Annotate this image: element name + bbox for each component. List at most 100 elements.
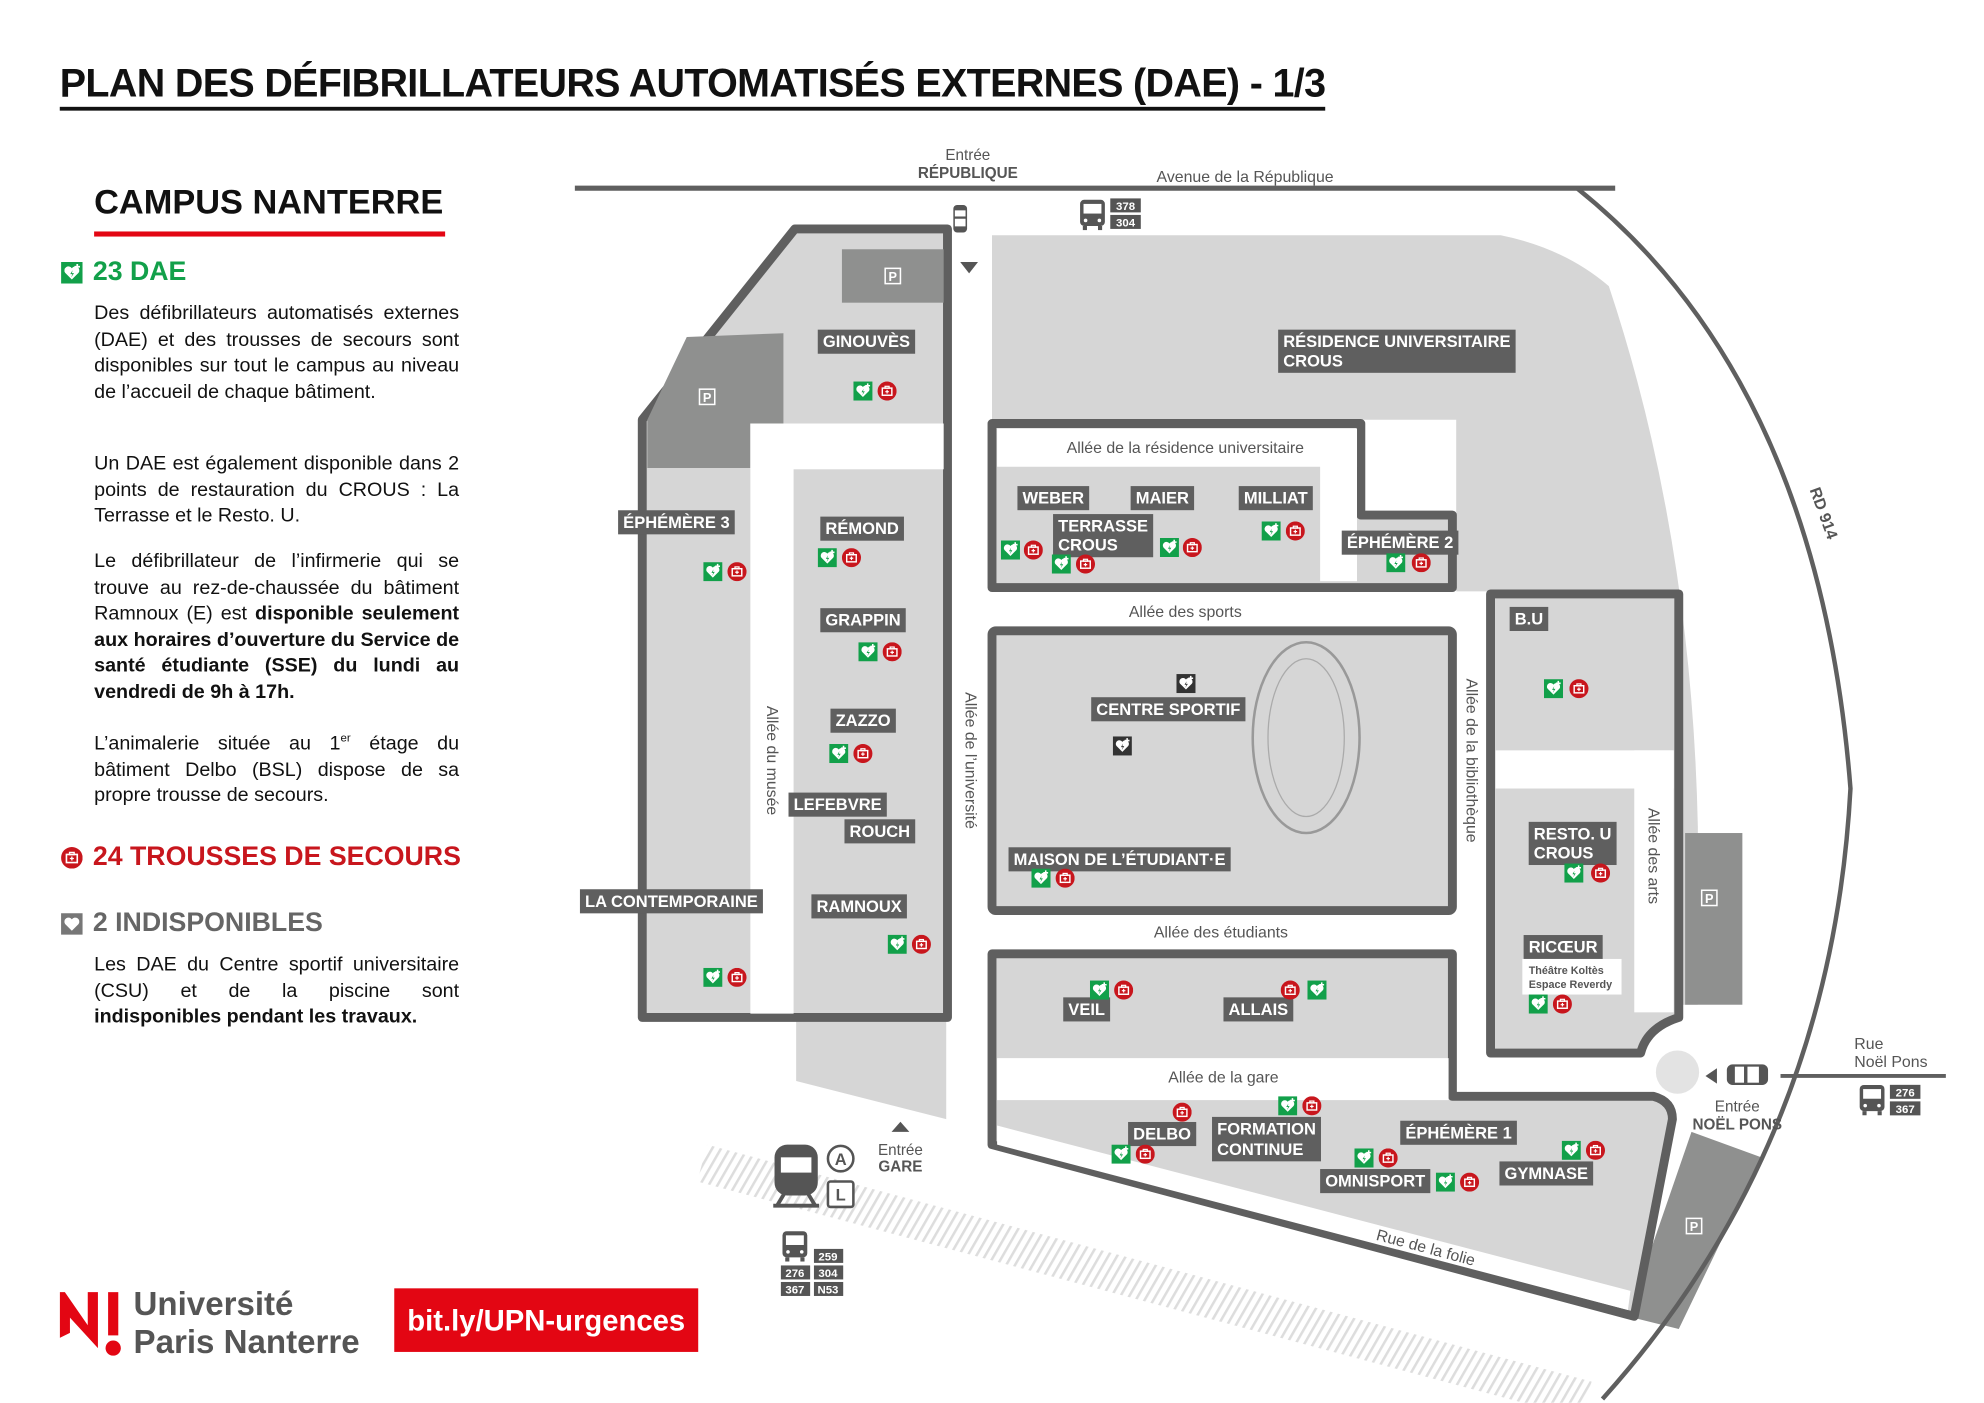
dae-icon[interactable] [1528,994,1548,1014]
dae-icon[interactable] [1000,540,1020,560]
street-allee-universite: Allée de l’université [961,692,978,829]
dae-icon[interactable] [829,744,849,764]
first-aid-kit-icon[interactable] [911,934,931,954]
dae-unavailable-icon[interactable] [1176,674,1196,694]
building-remond[interactable]: RÉMOND [820,516,904,541]
dae-icon[interactable] [1261,521,1281,541]
dae-icon[interactable] [1089,980,1110,1000]
first-aid-kit-icon[interactable] [1075,554,1096,574]
urgences-link[interactable]: bit.ly/UPN-urgences [394,1288,699,1352]
dae-icon[interactable] [1435,1172,1455,1192]
dae-unavailable-icon[interactable] [1112,736,1132,756]
building-ephemere-1[interactable]: ÉPHÉMÈRE 1 [1400,1120,1517,1145]
street-rd914: RD 914 [1806,485,1840,542]
building-milliat[interactable]: MILLIAT [1238,486,1313,511]
dae-icon[interactable] [1278,1096,1298,1116]
building-zazzo[interactable]: ZAZZO [830,708,896,733]
dae-icon[interactable] [1307,980,1327,1000]
dae-icon[interactable] [703,562,723,582]
building-delbo[interactable]: DELBO [1128,1121,1197,1147]
svg-text:N53: N53 [817,1284,838,1296]
svg-text:378: 378 [1116,201,1136,213]
svg-text:L: L [836,1186,846,1205]
building-grappin[interactable]: GRAPPIN [820,608,906,633]
first-aid-kit-icon[interactable] [1172,1102,1192,1122]
dae-icon[interactable] [1031,868,1051,888]
svg-text:367: 367 [785,1284,804,1296]
dae-icon[interactable] [1386,553,1406,573]
building-veil[interactable]: VEIL [1063,997,1111,1022]
building-bu[interactable]: B.U [1509,606,1549,631]
building-maison-etudiant[interactable]: MAISON DE L’ÉTUDIANT·E [1008,847,1231,872]
first-aid-kit-icon[interactable] [882,642,902,662]
dae-icon[interactable] [703,967,723,987]
dae-icon[interactable] [1111,1144,1131,1164]
building-ricoeur[interactable]: RICŒUR [1523,935,1603,960]
first-aid-kit-icon[interactable] [841,548,862,568]
legend-kits: 24 TROUSSES DE SECOURS [61,842,461,873]
legend-kits-label: 24 TROUSSES DE SECOURS [92,841,461,872]
dae-icon[interactable] [1051,554,1071,574]
dae-icon[interactable] [1543,679,1564,699]
legend-unavailable-label: 2 INDISPONIBLES [92,908,323,938]
building-ephemere-2[interactable]: ÉPHÉMÈRE 2 [1341,530,1459,555]
building-gymnase[interactable]: GYMNASE [1499,1161,1594,1186]
first-aid-kit-icon[interactable] [1114,980,1134,1000]
first-aid-kit-icon[interactable] [1055,868,1075,888]
building-weber[interactable]: WEBER [1017,486,1090,511]
first-aid-kit-icon[interactable] [853,744,873,764]
dae-icon[interactable] [1159,537,1179,558]
svg-text:GYMNASE: GYMNASE [1505,1164,1589,1183]
dae-icon[interactable] [858,642,878,662]
first-aid-kit-icon[interactable] [1585,1140,1606,1160]
first-aid-kit-icon[interactable] [1135,1144,1155,1164]
building-centre-sportif[interactable]: CENTRE SPORTIF [1091,697,1246,722]
building-maier[interactable]: MAIER [1130,486,1195,511]
building-ramnoux[interactable]: RAMNOUX [811,894,907,919]
crous-paragraph: Un DAE est également disponible dans 2 p… [94,452,460,527]
dae-icon[interactable] [1564,863,1584,883]
dae-icon[interactable] [817,548,837,568]
first-aid-kit-icon[interactable] [1182,537,1202,558]
building-omnisport[interactable]: OMNISPORT [1320,1169,1431,1194]
svg-text:OMNISPORT: OMNISPORT [1325,1172,1425,1191]
svg-text:304: 304 [1116,217,1136,229]
street-rue-noel-pons-2: Noël Pons [1854,1054,1927,1071]
svg-text:DELBO: DELBO [1133,1125,1191,1144]
dae-icon[interactable] [1561,1140,1581,1160]
dae-icon[interactable] [853,381,873,401]
first-aid-kit-icon[interactable] [1378,1148,1398,1168]
street-allee-gare: Allée de la gare [1168,1069,1278,1086]
first-aid-kit-icon[interactable] [727,967,747,987]
first-aid-kit-icon[interactable] [877,381,897,401]
first-aid-kit-icon[interactable] [727,562,747,582]
building-lefebvre[interactable]: LEFEBVRE [788,792,887,817]
first-aid-kit-icon[interactable] [1460,1172,1480,1192]
first-aid-kit-icon[interactable] [1569,679,1589,699]
svg-text:CONTINUE: CONTINUE [1217,1140,1303,1159]
building-allais[interactable]: ALLAIS [1223,997,1294,1022]
csu-text-bold: indisponibles pendant les travaux. [94,1006,418,1028]
building-rouch[interactable]: ROUCH [844,819,916,844]
building-ephemere-3[interactable]: ÉPHÉMÈRE 3 [618,510,735,535]
first-aid-kit-icon[interactable] [1591,863,1611,883]
svg-text:RAMNOUX: RAMNOUX [816,897,901,916]
first-aid-kit-icon[interactable] [1411,553,1431,573]
first-aid-kit-icon[interactable] [1302,1096,1322,1116]
first-aid-kit-icon[interactable] [1552,994,1572,1014]
entrance-republique-label: Entrée [945,147,990,164]
building-ginouves[interactable]: GINOUVÈS [817,329,916,354]
building-la-contemporaine[interactable]: LA CONTEMPORAINE [579,889,763,914]
dae-icon[interactable] [1354,1148,1374,1168]
first-aid-kit-icon[interactable] [1023,540,1043,560]
svg-text:ROUCH: ROUCH [850,822,911,841]
defibrillator-heart-icon [61,261,83,283]
dae-icon[interactable] [887,934,907,954]
entrance-noel-pons-name: NOËL PONS [1693,1116,1783,1133]
first-aid-kit-icon[interactable] [1280,980,1300,1000]
first-aid-kit-icon[interactable] [1285,521,1305,541]
